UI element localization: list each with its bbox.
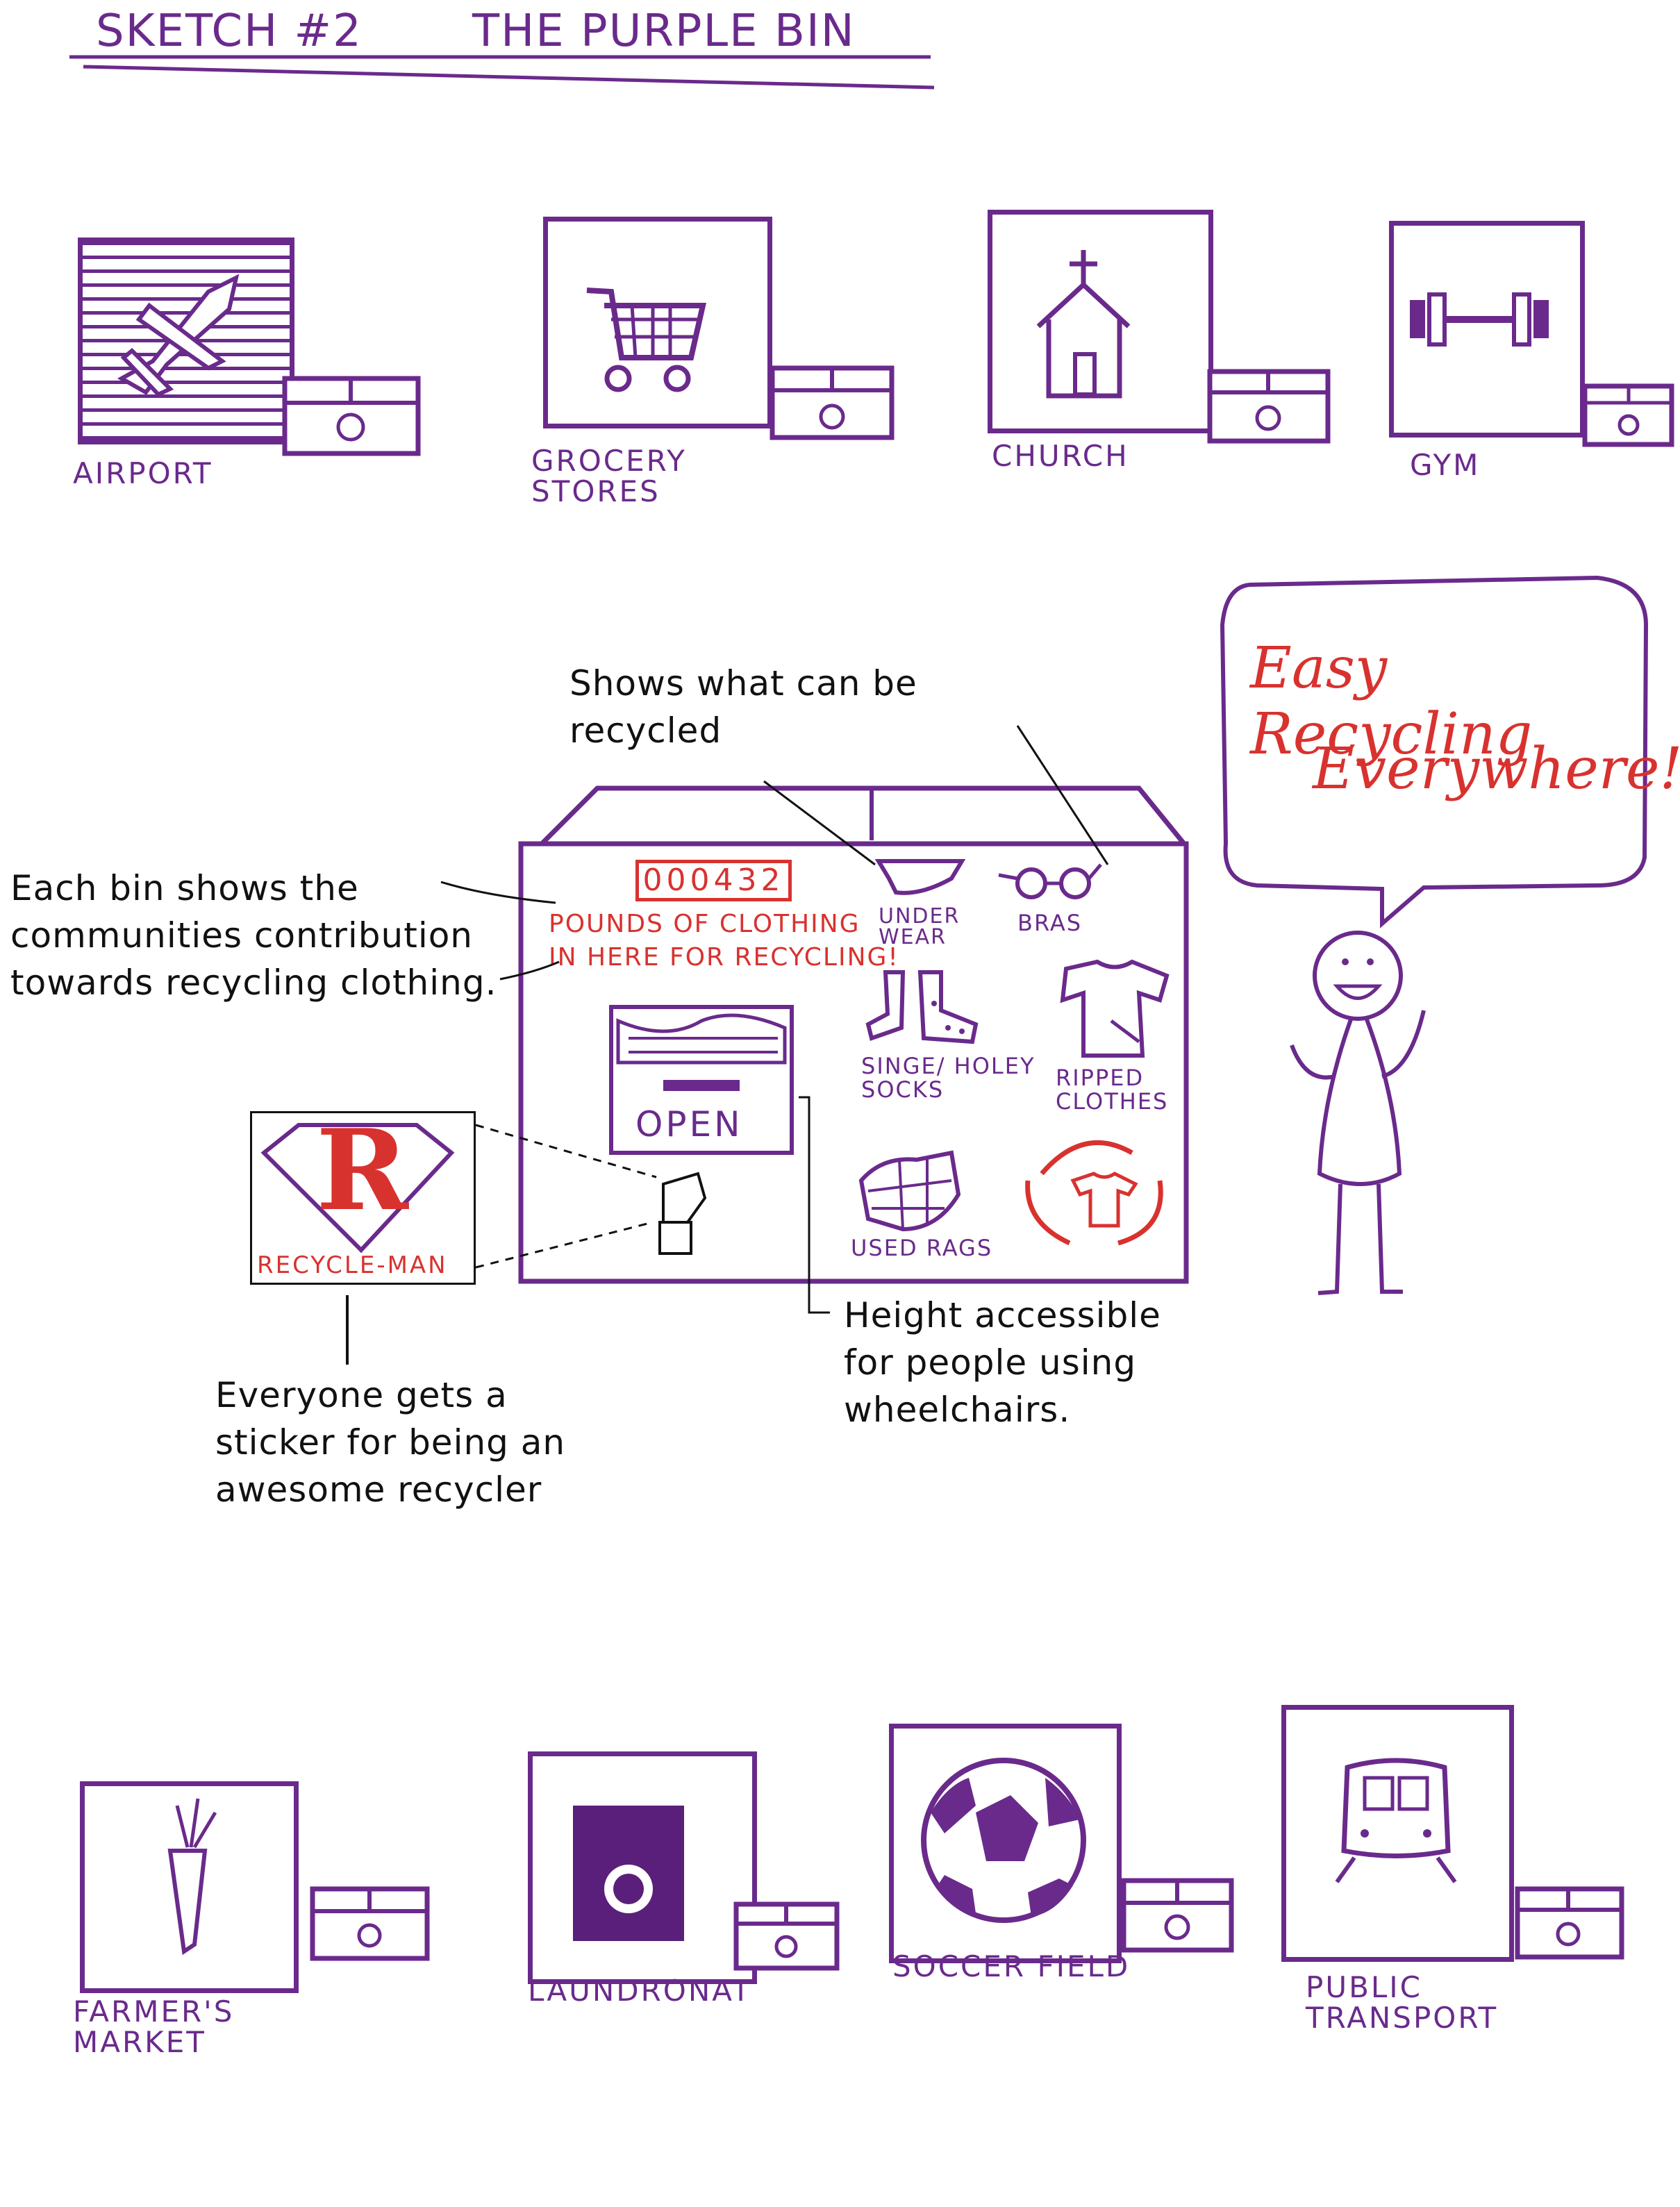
washing-machine-icon [573, 1806, 684, 1941]
purple-bin [518, 785, 1189, 1284]
note-shows-recycled: Shows what can be recycled [569, 663, 917, 751]
open-button[interactable]: OPEN [635, 1104, 743, 1144]
sticker-label: RECYCLE-MAN [257, 1251, 448, 1279]
counter-display: 000432 [635, 860, 792, 901]
counter-caption-line1: POUNDS OF CLOTHING [549, 910, 860, 938]
speech-bubble [1220, 575, 1649, 928]
underwear-icon [874, 859, 966, 895]
item-label: RIPPED CLOTHES [1056, 1065, 1169, 1115]
sketch-number: SKETCH #2 [96, 6, 363, 57]
recycle-bin-icon [770, 365, 895, 440]
counter-caption-line2: IN HERE FOR RECYCLING! [549, 943, 899, 972]
carrot-icon [167, 1798, 217, 1956]
church-box [988, 210, 1213, 433]
location-label: GROCERY STORES [531, 444, 687, 508]
item-label: BRAS [1017, 910, 1083, 936]
dumbbell-icon [1410, 292, 1549, 347]
title-underline [69, 55, 935, 90]
item-label: UNDER WEAR [879, 904, 960, 949]
location-label: FARMER'S MARKET [73, 1994, 235, 2059]
note-each-bin: Each bin shows the communities contribut… [10, 868, 497, 1003]
soccer-field-box [889, 1724, 1122, 1963]
location-label: SOCCER FIELD [892, 1949, 1131, 1983]
speech-line1: Easy Recycling [1250, 635, 1533, 767]
church-icon [1036, 250, 1131, 399]
location-label: LAUNDRONAT [528, 1974, 752, 2008]
grocery-box [543, 217, 772, 428]
soccer-ball-icon [921, 1758, 1086, 1923]
recycle-bin-icon [1121, 1878, 1234, 1953]
item-label: SINGE/ HOLEY SOCKS [861, 1053, 1036, 1103]
recycle-bin-icon [1207, 369, 1331, 444]
note-height: Height accessible for people using wheel… [844, 1295, 1161, 1430]
recycle-clothing-icon [1025, 1140, 1163, 1246]
location-label: CHURCH [992, 439, 1129, 473]
laundromat-box [528, 1751, 757, 1984]
location-label: PUBLIC TRANSPORT [1306, 1970, 1499, 2035]
rags-icon [858, 1150, 961, 1232]
train-icon [1335, 1758, 1457, 1883]
farmers-market-box [80, 1781, 299, 1993]
location-label: GYM [1410, 448, 1481, 482]
public-transport-box [1281, 1705, 1514, 1962]
stick-figure [1290, 931, 1426, 1295]
drop-slot [609, 1005, 794, 1155]
bra-icon [998, 863, 1102, 899]
airplane-icon [117, 274, 240, 397]
superhero-shield-icon [260, 1123, 455, 1254]
recycle-bin-icon [733, 1901, 840, 1971]
annotation-lines [346, 725, 1109, 1365]
recycle-man-sticker [250, 1111, 476, 1285]
recycle-bin-icon [310, 1886, 430, 1961]
sticker-letter: R [316, 1105, 408, 1235]
shopping-cart-icon [586, 288, 707, 392]
recycle-bin-icon [1582, 383, 1674, 447]
location-label: AIRPORT [73, 456, 213, 490]
shirt-icon [1060, 959, 1170, 1058]
speech-line2: Everywhere! [1313, 736, 1680, 802]
item-label: USED RAGS [851, 1235, 993, 1261]
sticker-dispenser [658, 1172, 707, 1255]
recycle-bin-icon [282, 376, 421, 456]
airport-box [78, 238, 294, 444]
sketch-title: THE PURPLE BIN [472, 6, 856, 57]
recycle-bin-icon [1515, 1886, 1624, 1960]
gym-box [1389, 221, 1585, 438]
socks-icon [865, 970, 979, 1044]
note-sticker: Everyone gets a sticker for being an awe… [215, 1375, 566, 1510]
